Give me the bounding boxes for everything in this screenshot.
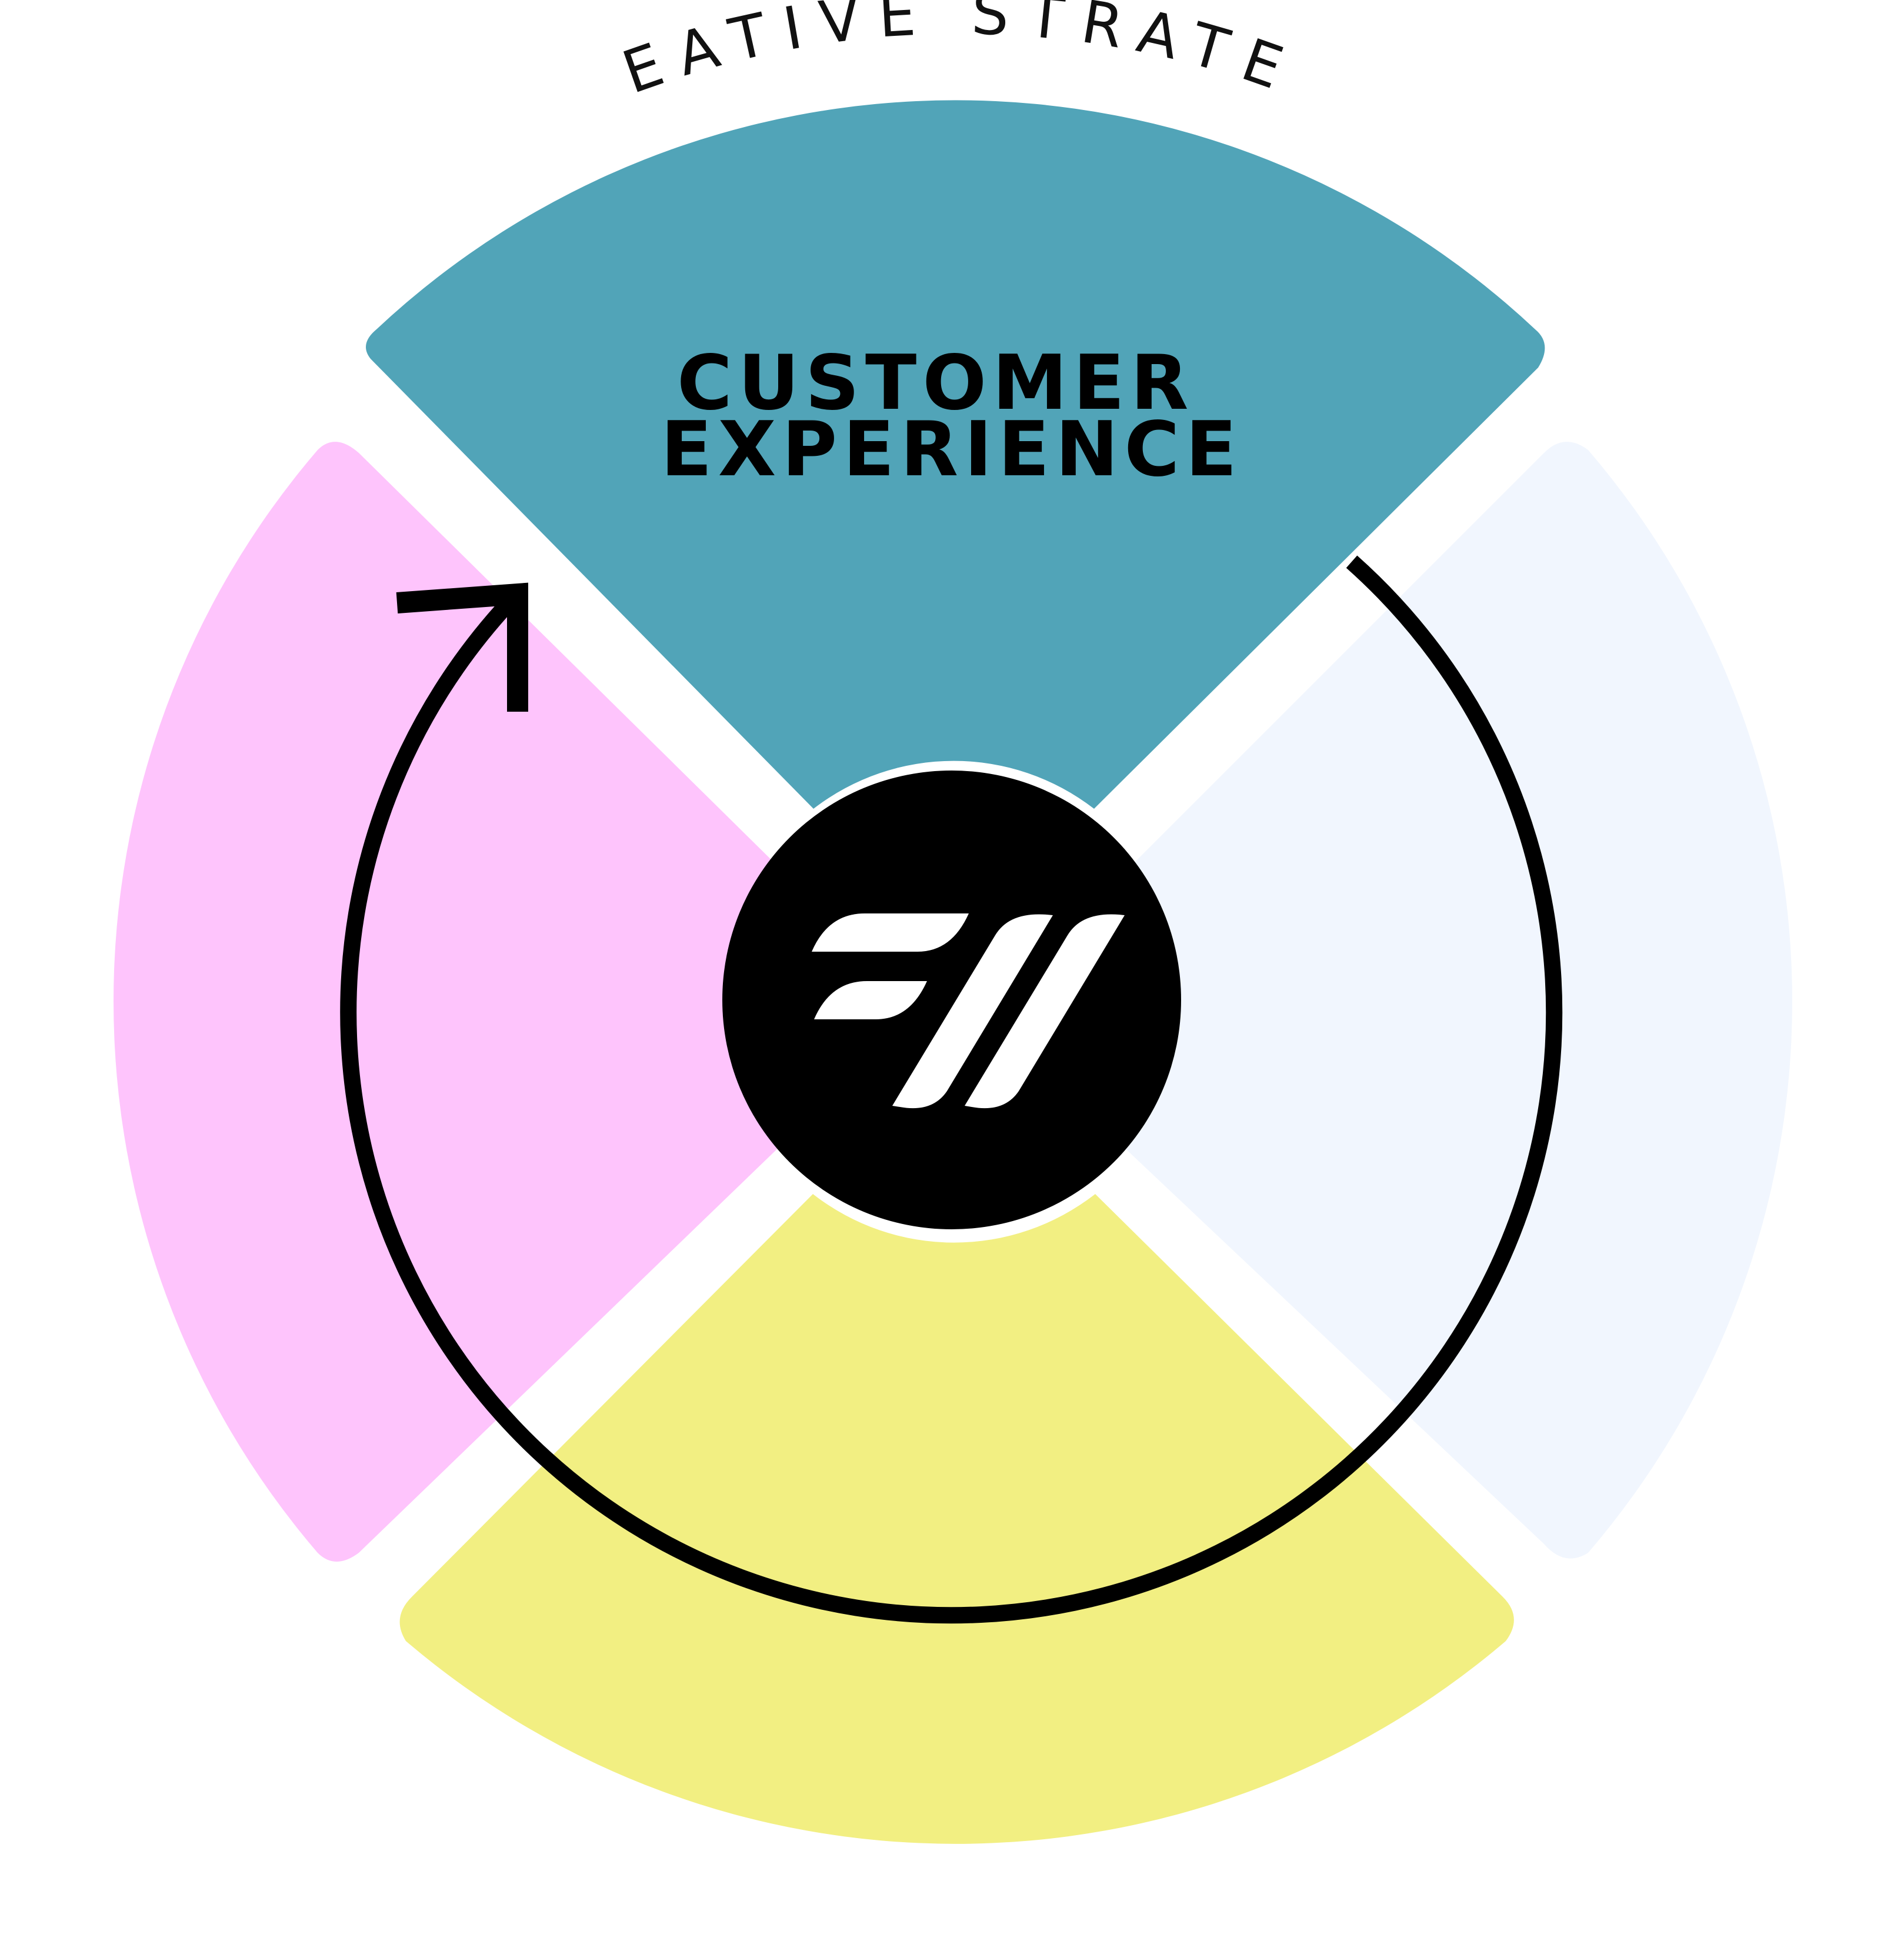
creative-strategy-arc-title: CREATIVE STRATEGY (0, 0, 1308, 108)
hub-circle (722, 771, 1181, 1229)
sector-bottom (399, 1194, 1514, 1844)
sector-top-label-line-2: EXPERIENCE (661, 406, 1243, 493)
arc-title-text: CREATIVE STRATEGY (0, 0, 1291, 108)
logo-slash-left (892, 914, 1053, 1109)
sector-top-label: CUSTOMER EXPERIENCE (661, 339, 1243, 493)
center-hub (722, 771, 1181, 1229)
cycle-ring (340, 555, 1563, 1624)
sector-top (366, 100, 1545, 809)
sector-right (1115, 442, 1792, 1559)
logo-slash-right (965, 914, 1125, 1109)
logo-bar-bottom (814, 981, 927, 1019)
logo-mark-icon (812, 913, 1125, 1109)
logo-bar-top (812, 913, 969, 952)
sector-top-label-line-1: CUSTOMER (677, 339, 1195, 427)
ring-arc (340, 555, 1563, 1624)
sector-left (114, 442, 788, 1562)
sectors (114, 100, 1792, 1844)
arrow-head-icon (396, 582, 528, 712)
